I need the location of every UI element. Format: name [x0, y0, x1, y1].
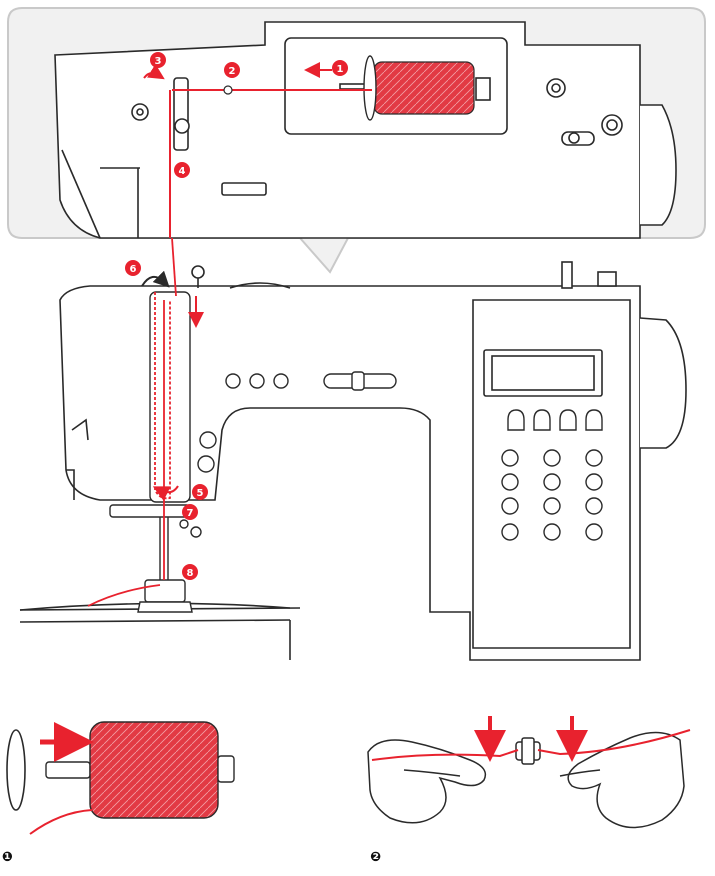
svg-text:3: 3 [155, 56, 162, 67]
svg-text:2: 2 [229, 66, 236, 77]
svg-text:4: 4 [179, 166, 186, 177]
callout-4: 4 [174, 162, 190, 178]
step-1-illustration [6, 721, 235, 835]
step-1-label: ❶ [2, 850, 14, 865]
callout-6: 6 [125, 260, 141, 276]
top-thread-path [143, 62, 372, 238]
svg-text:8: 8 [187, 568, 194, 579]
svg-text:6: 6 [130, 264, 137, 275]
svg-text:1: 1 [337, 64, 344, 75]
svg-text:5: 5 [197, 488, 204, 499]
callout-3: 3 [150, 52, 166, 68]
callout-2: 2 [224, 62, 240, 78]
callout-8: 8 [182, 564, 198, 580]
machine-top-detail [54, 21, 677, 239]
machine-buttons [197, 371, 603, 541]
top-spool [363, 55, 475, 121]
callout-5: 5 [192, 484, 208, 500]
step-2-illustration [367, 716, 691, 829]
step-2-label: ❷ [370, 850, 382, 865]
callout-7: 7 [182, 504, 198, 520]
svg-text:7: 7 [187, 508, 194, 519]
thread-guide [223, 85, 233, 95]
callout-1: 1 [332, 60, 348, 76]
direction-arrows [141, 270, 204, 501]
